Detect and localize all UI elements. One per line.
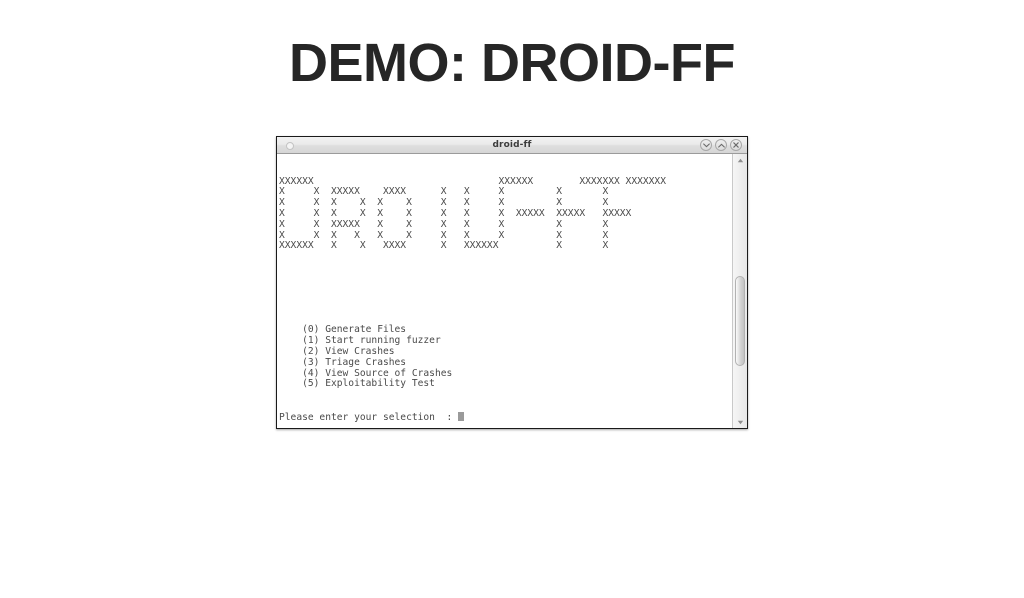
scrollbar-thumb[interactable] [735,276,745,367]
close-button[interactable] [730,139,742,151]
window-title-text: droid-ff [492,139,532,150]
triangle-down-icon [737,420,743,424]
ascii-art-banner: XXXXXX XXXXXX XXXXXXX XXXXXXX X X XXXXX … [279,175,666,252]
terminal-scrollbar[interactable] [732,154,747,428]
chevron-up-icon [717,143,725,148]
page-title: DEMO: DROID-FF [289,33,735,93]
maximize-button[interactable] [715,139,727,151]
minimize-button[interactable] [700,139,712,151]
close-icon [733,142,739,148]
scrollbar-down-button[interactable] [733,416,747,428]
terminal-output: XXXXXX XXXXXX XXXXXXX XXXXXXX X X XXXXX … [279,155,729,428]
text-cursor [458,411,465,421]
window-title-bar[interactable]: droid-ff [277,137,747,154]
chevron-down-icon [702,142,710,147]
prompt-label: Please enter your selection : [279,411,459,423]
terminal-window: droid-ff XXXXXX [276,136,748,429]
window-menu-icon[interactable] [286,142,294,150]
terminal-body[interactable]: XXXXXX XXXXXX XXXXXXX XXXXXXX X X XXXXX … [277,154,747,428]
scrollbar-up-button[interactable] [733,154,747,166]
menu-options[interactable]: (0) Generate Files (1) Start running fuz… [302,324,453,390]
triangle-up-icon [737,158,743,162]
prompt-line: Please enter your selection : [279,411,729,424]
blank-line [279,283,729,294]
window-controls [700,139,742,151]
